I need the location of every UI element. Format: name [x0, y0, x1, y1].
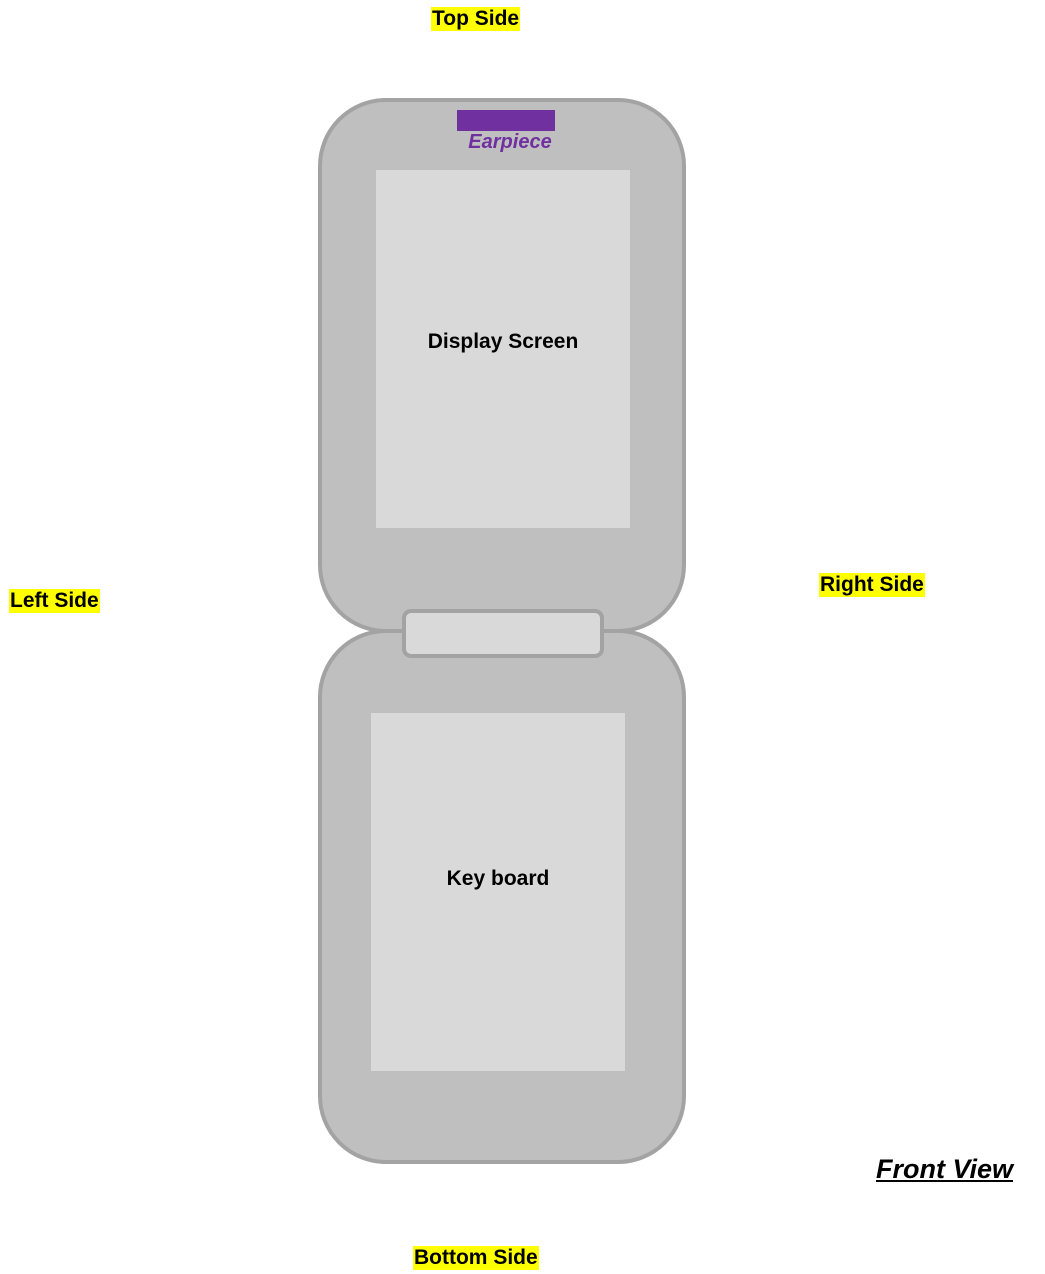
keyboard-label: Key board	[371, 867, 625, 891]
earpiece-label: Earpiece	[440, 131, 580, 153]
phone-hinge	[402, 609, 604, 658]
display-screen: Display Screen	[376, 170, 630, 528]
view-title: Front View	[876, 1153, 1013, 1185]
top-side-label: Top Side	[431, 7, 520, 31]
keyboard: Key board	[371, 713, 625, 1071]
bottom-side-label: Bottom Side	[413, 1246, 539, 1270]
display-screen-label: Display Screen	[376, 330, 630, 354]
right-side-label: Right Side	[819, 573, 925, 597]
left-side-label: Left Side	[9, 589, 100, 613]
earpiece	[457, 110, 555, 131]
